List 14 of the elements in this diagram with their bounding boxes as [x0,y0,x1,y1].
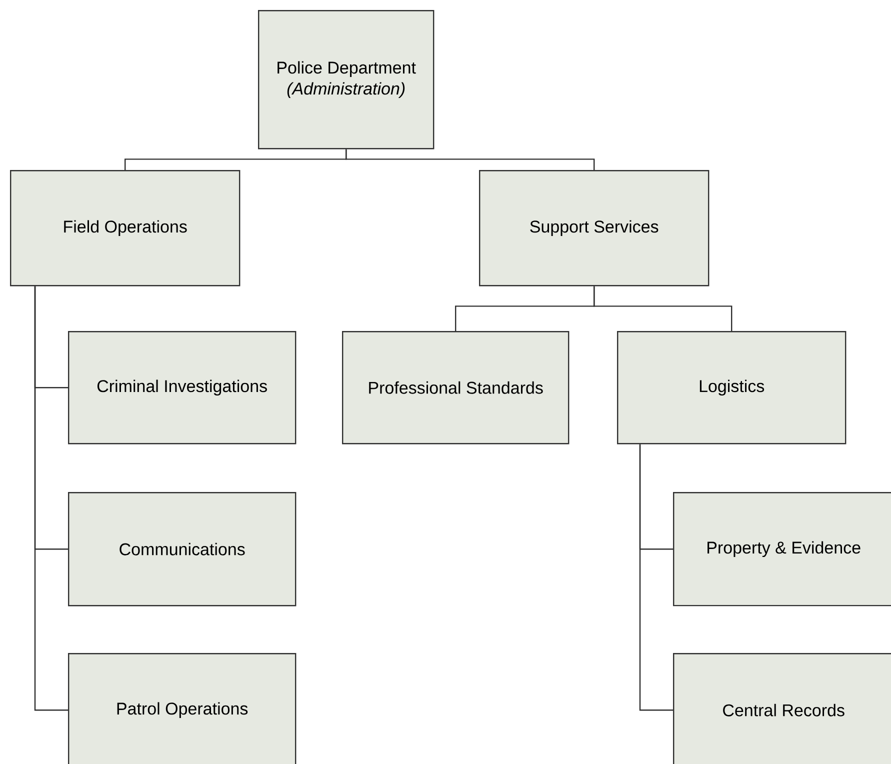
org-box: Logistics [617,331,846,444]
connector-line [346,149,595,170]
connector-line [34,286,68,711]
org-box: Field Operations [10,170,240,286]
org-box: Central Records [673,653,891,764]
org-box: Police Department (Administration) [258,10,434,150]
org-box: Communications [68,492,296,606]
org-box: Property & Evidence [673,492,891,606]
connector-line [594,286,732,331]
org-box: Professional Standards [342,331,570,444]
org-box: Criminal Investigations [68,331,296,444]
org-box: Support Services [479,170,710,286]
org-box: Patrol Operations [68,653,296,764]
connector-line [639,444,673,711]
